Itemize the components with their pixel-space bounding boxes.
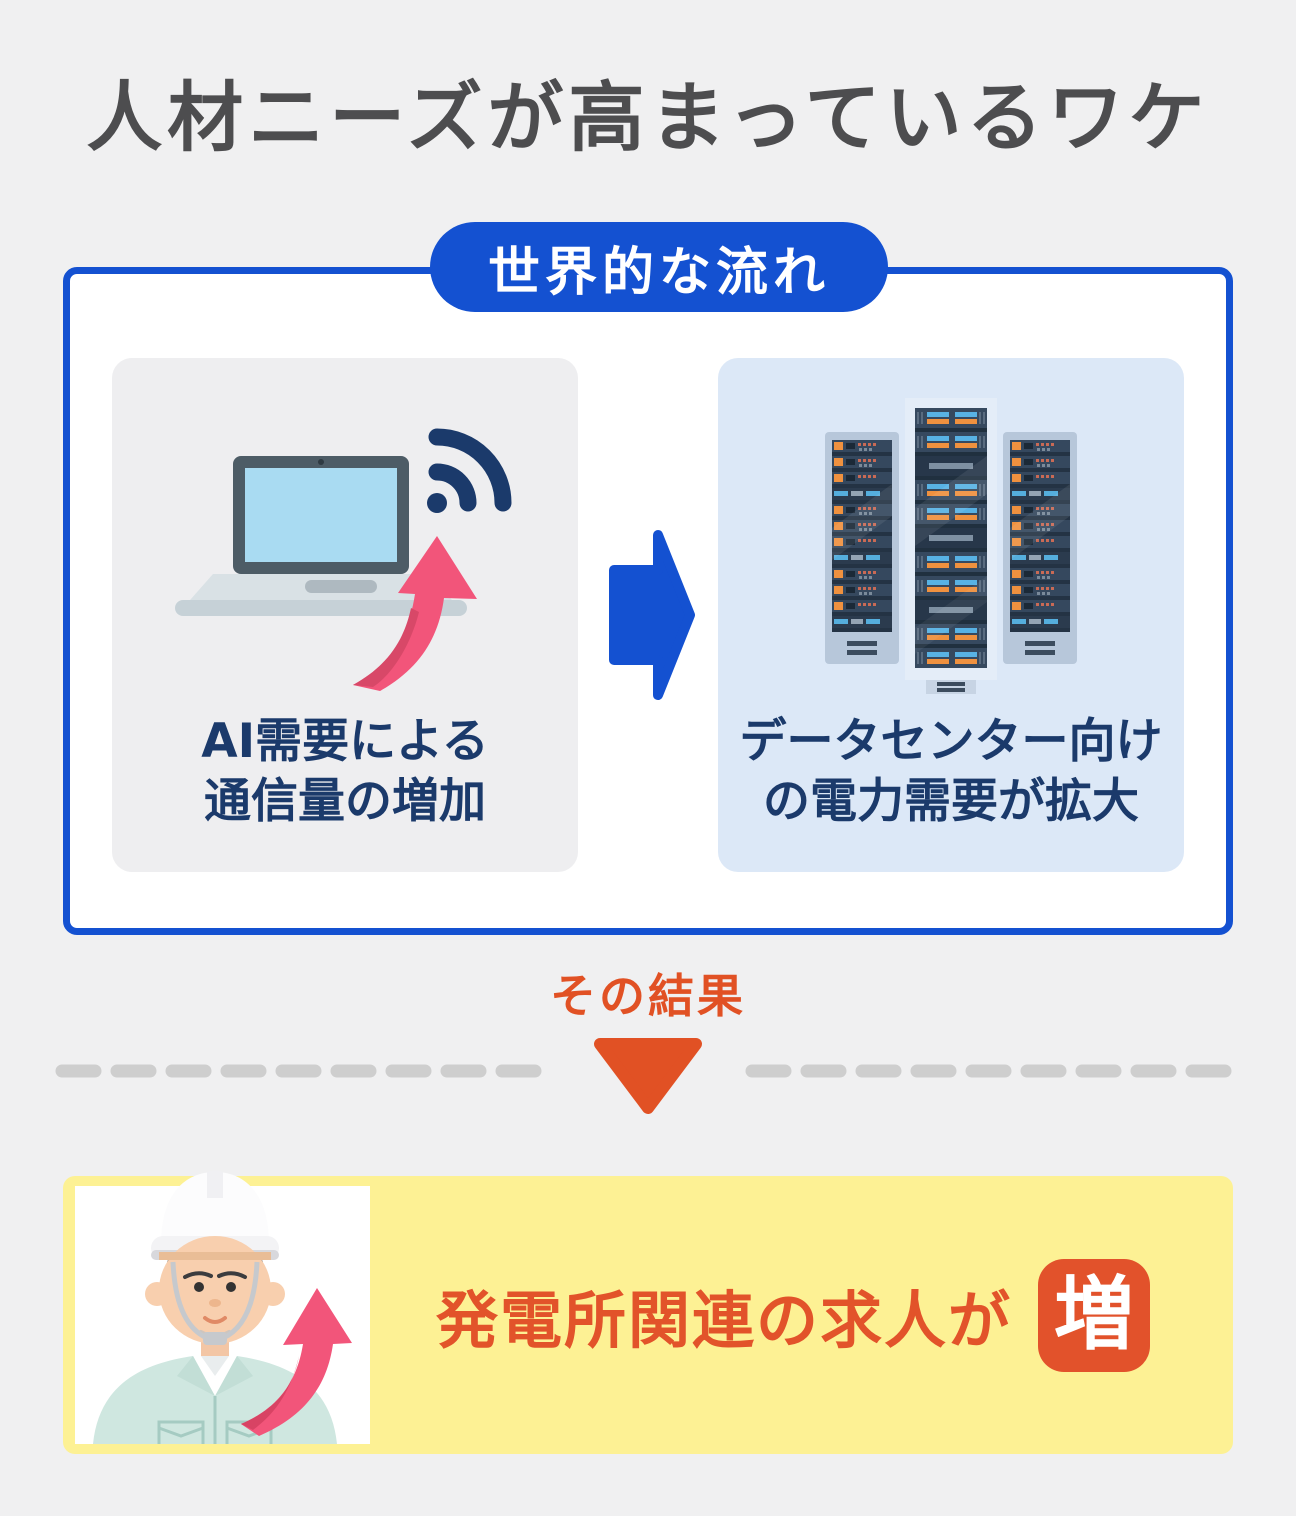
- laptop-wifi-illustration: [175, 428, 512, 691]
- card-caption-line2: 通信量の増加: [204, 774, 486, 829]
- card-ai-demand: AI需要による 通信量の増加: [112, 358, 578, 872]
- worker-illustration: [93, 1170, 352, 1444]
- up-arrow-icon: [353, 536, 477, 691]
- card-caption-line2: の電力需要が拡大: [763, 774, 1139, 829]
- result-connector-label: その結果: [550, 969, 746, 1023]
- server-rack-right: [1003, 432, 1077, 664]
- result-banner: 発電所関連の求人が 増: [63, 1170, 1233, 1454]
- banner-text: 発電所関連の求人が: [435, 1284, 1012, 1357]
- card-datacenter: データセンター向け の電力需要が拡大: [718, 358, 1184, 872]
- increase-badge: 増: [1038, 1258, 1150, 1372]
- banner-content: 発電所関連の求人が 増: [383, 1176, 1203, 1454]
- wifi-icon: [428, 428, 512, 512]
- dashed-divider: [55, 1064, 1241, 1078]
- card-caption: データセンター向け の電力需要が拡大: [718, 712, 1184, 832]
- page-title: 人材ニーズが高まっているワケ: [86, 73, 1210, 162]
- card-caption-line1: AI需要による: [201, 714, 489, 769]
- up-arrow-icon: [241, 1288, 352, 1436]
- down-triangle-icon: [594, 1038, 702, 1114]
- increase-badge-label: 増: [1054, 1268, 1134, 1361]
- server-rack-middle: [905, 398, 997, 694]
- laptop-icon: [175, 456, 467, 616]
- flow-section-box: AI需要による 通信量の増加: [63, 267, 1233, 935]
- server-rack-illustration: [825, 398, 1077, 694]
- server-rack-left: [825, 432, 899, 664]
- flow-label-pill: 世界的な流れ: [430, 222, 888, 312]
- card-caption-line1: データセンター向け: [739, 714, 1163, 769]
- right-arrow-icon: [609, 530, 695, 700]
- flow-label: 世界的な流れ: [487, 242, 830, 303]
- card-caption: AI需要による 通信量の増加: [112, 712, 578, 832]
